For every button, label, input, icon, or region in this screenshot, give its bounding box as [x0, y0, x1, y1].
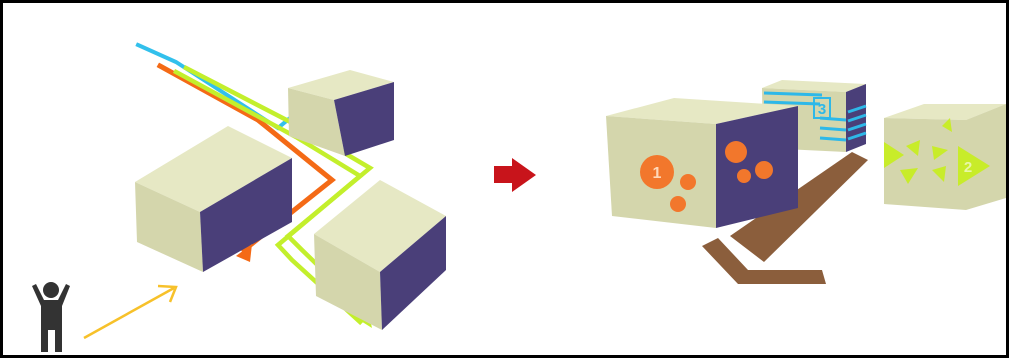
- orange-arrowhead: [236, 244, 252, 262]
- right-arrow-icon: [494, 158, 536, 192]
- zone-2-label: 2: [964, 159, 972, 176]
- zone-3-label-box: [813, 97, 831, 119]
- approach-arrow: [83, 284, 178, 340]
- box-large-left: [135, 126, 292, 272]
- box-zone-2: 2: [884, 104, 1006, 210]
- lime-path-inner: [182, 64, 374, 318]
- zone-3-label: 3: [818, 101, 826, 118]
- box-zone-3: 3: [762, 80, 867, 152]
- box-bottom-right: [314, 180, 446, 330]
- walkway: [702, 152, 868, 284]
- zone-1-label: 1: [653, 165, 662, 182]
- zone-3-stripes: [763, 91, 867, 142]
- person-arms-raised-icon: [32, 282, 70, 352]
- left-scene: [32, 42, 446, 352]
- right-scene: 3 1: [606, 80, 1006, 284]
- box-zone-1: 1: [606, 98, 798, 228]
- zone-2-triangles: [884, 118, 990, 186]
- zone-1-circles: [640, 141, 773, 212]
- box-small-top: [288, 70, 394, 156]
- blue-path: [135, 42, 293, 131]
